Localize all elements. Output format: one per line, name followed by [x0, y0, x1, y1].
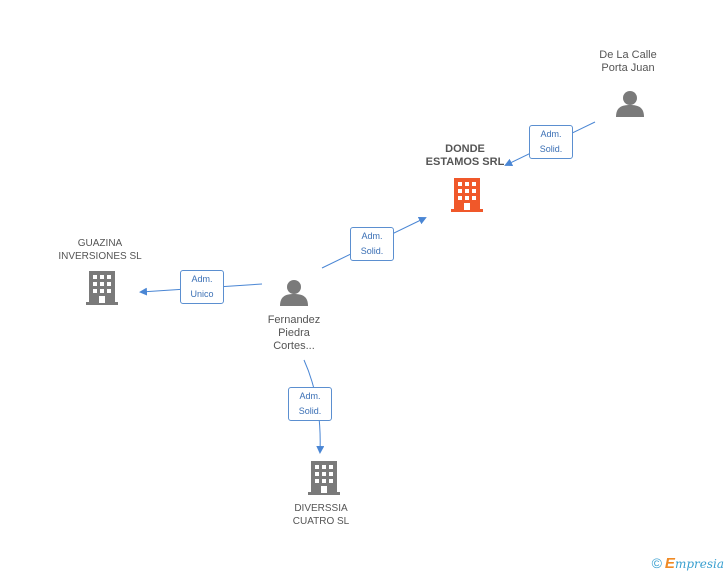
edge-label-line: Solid.: [298, 406, 322, 416]
node-label-line: De La Calle: [599, 49, 657, 61]
node-label-line: Fernandez: [267, 314, 321, 326]
edge-label-line: Adm.: [361, 231, 383, 241]
building-icon[interactable]: [86, 271, 118, 305]
brand-initial: E: [664, 555, 675, 572]
building-icon[interactable]: [451, 178, 483, 212]
node-label-guazina[interactable]: GUAZINA INVERSIONES SL: [45, 237, 155, 263]
person-icon[interactable]: [616, 91, 644, 117]
node-label-line: CUATRO SL: [292, 516, 350, 527]
edge-label-line: Adm.: [191, 274, 213, 284]
node-label-line: GUAZINA: [77, 238, 123, 249]
node-label-line: DIVERSSIA: [294, 503, 348, 514]
edge-label-line: Solid.: [539, 144, 563, 154]
node-label-donde[interactable]: DONDE ESTAMOS SRL: [410, 143, 520, 169]
building-icon[interactable]: [308, 461, 340, 495]
node-label-de-la-calle[interactable]: De La Calle Porta Juan: [578, 49, 678, 75]
node-label-fernandez[interactable]: Fernandez Piedra Cortes...: [244, 314, 344, 353]
edge-label-adm-solid[interactable]: Adm. Solid.: [288, 387, 332, 421]
node-label-line: ESTAMOS SRL: [425, 156, 505, 168]
node-label-line: INVERSIONES SL: [58, 251, 142, 262]
edge-label-line: Adm.: [299, 391, 321, 401]
node-label-line: Piedra: [278, 327, 310, 339]
empresia-logo: ©Empresia: [652, 555, 724, 572]
node-label-line: DONDE: [445, 143, 485, 155]
node-label-line: Cortes...: [273, 340, 315, 352]
node-label-diverssia[interactable]: DIVERSSIA CUATRO SL: [271, 502, 371, 528]
edge-label-line: Adm.: [540, 129, 562, 139]
edge-label-line: Solid.: [360, 246, 384, 256]
edge-label-adm-solid[interactable]: Adm. Solid.: [529, 125, 573, 159]
person-icon[interactable]: [280, 280, 308, 306]
edge-label-line: Unico: [190, 289, 214, 299]
brand-name: mpresia: [674, 557, 724, 571]
edge-label-adm-solid[interactable]: Adm. Solid.: [350, 227, 394, 261]
edge-label-adm-unico[interactable]: Adm. Unico: [180, 270, 224, 304]
copyright-icon: ©: [651, 555, 662, 571]
node-label-line: Porta Juan: [601, 62, 655, 74]
